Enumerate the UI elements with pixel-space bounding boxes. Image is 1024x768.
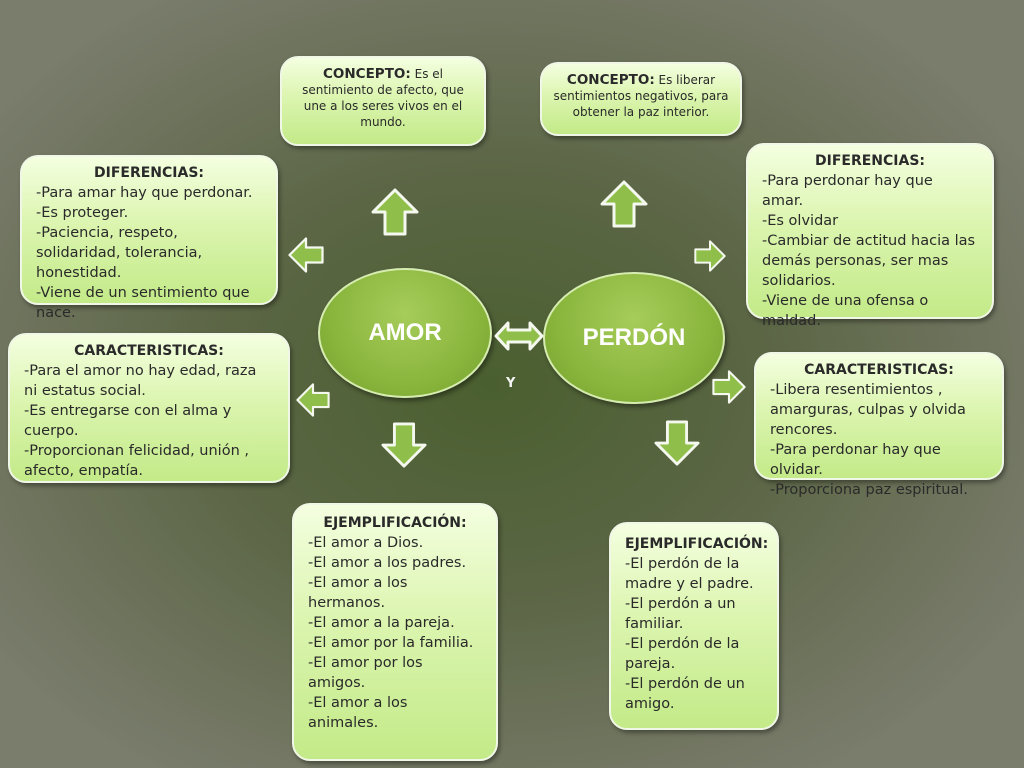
list-item: Para perdonar hay que olvidar. xyxy=(770,440,988,480)
amor-differences-title: DIFERENCIAS: xyxy=(93,165,205,181)
amor-characteristics-list: Para el amor no hay edad, raza ni estatu… xyxy=(24,361,274,481)
amor-concept-title: CONCEPTO: xyxy=(323,66,411,82)
list-item: Viene de un sentimiento que nace. xyxy=(36,283,262,323)
amor-examples-list: El amor a Dios. El amor a los padres. El… xyxy=(308,533,482,733)
arrow-down-perdon-icon xyxy=(654,420,700,466)
amor-concept-box: CONCEPTO: Es el sentimiento de afecto, q… xyxy=(280,56,486,146)
perdon-differences-list: Para perdonar hay que amar. Es olvidar C… xyxy=(762,171,978,331)
list-item: Paciencia, respeto, solidaridad, toleran… xyxy=(36,223,262,283)
list-item: Es olvidar xyxy=(762,211,978,231)
amor-differences-list: Para amar hay que perdonar. Es proteger.… xyxy=(36,183,262,323)
list-item: Para el amor no hay edad, raza ni estatu… xyxy=(24,361,274,401)
amor-examples-box: EJEMPLIFICACIÓN: El amor a Dios. El amor… xyxy=(292,503,498,761)
perdon-examples-list: El perdón de la madre y el padre. El per… xyxy=(625,554,763,714)
list-item: El amor a Dios. xyxy=(308,533,482,553)
list-item: Libera resentimientos , amarguras, culpa… xyxy=(770,380,988,440)
perdon-concept-box: CONCEPTO: Es liberar sentimientos negati… xyxy=(540,62,742,136)
amor-characteristics-box: CARACTERISTICAS: Para el amor no hay eda… xyxy=(8,333,290,483)
list-item: Es entregarse con el alma y cuerpo. xyxy=(24,401,274,441)
list-item: Viene de una ofensa o maldad. xyxy=(762,291,978,331)
amor-characteristics-title: CARACTERISTICAS: xyxy=(74,343,224,359)
arrow-down-amor-icon xyxy=(381,422,427,468)
amor-examples-title: EJEMPLIFICACIÓN: xyxy=(323,515,467,531)
list-item: El amor a los hermanos. xyxy=(308,573,482,613)
perdon-differences-box: DIFERENCIAS: Para perdonar hay que amar.… xyxy=(746,143,994,329)
amor-differences-box: DIFERENCIAS: Para amar hay que perdonar.… xyxy=(20,155,278,321)
list-item: Proporciona paz espiritual. xyxy=(770,480,988,500)
list-item: Es proteger. xyxy=(36,203,262,223)
arrow-up-perdon-icon xyxy=(600,180,648,228)
perdon-characteristics-list: Libera resentimientos , amarguras, culpa… xyxy=(770,380,988,500)
list-item: El perdón a un familiar. xyxy=(625,594,763,634)
arrow-right-differences-icon xyxy=(694,240,726,272)
list-item: El amor a la pareja. xyxy=(308,613,482,633)
amor-node-label: AMOR xyxy=(368,319,442,346)
arrow-right-characteristics-icon xyxy=(712,370,746,404)
list-item: El amor por la familia. xyxy=(308,633,482,653)
arrow-left-characteristics-icon xyxy=(296,383,330,417)
perdon-examples-box: EJEMPLIFICACIÓN: El perdón de la madre y… xyxy=(609,522,779,730)
list-item: Proporcionan felicidad, unión , afecto, … xyxy=(24,441,274,481)
list-item: El amor a los padres. xyxy=(308,553,482,573)
amor-node: AMOR xyxy=(318,268,492,398)
list-item: El amor por los amigos. xyxy=(308,653,482,693)
arrow-left-differences-icon xyxy=(288,237,324,273)
list-item: El amor a los animales. xyxy=(308,693,482,733)
perdon-node: PERDÓN xyxy=(543,272,725,404)
list-item: Para perdonar hay que amar. xyxy=(762,171,978,211)
list-item: El perdón de un amigo. xyxy=(625,674,763,714)
perdon-differences-title: DIFERENCIAS: xyxy=(814,153,926,169)
perdon-concept-title: CONCEPTO: xyxy=(566,72,655,88)
double-arrow-icon xyxy=(494,321,544,351)
arrow-up-amor-icon xyxy=(371,188,419,236)
list-item: El perdón de la pareja. xyxy=(625,634,763,674)
perdon-concept-text: Es liberar sentimientos negativos, para … xyxy=(553,73,729,119)
perdon-characteristics-title: CARACTERISTICAS: xyxy=(804,362,954,378)
perdon-characteristics-box: CARACTERISTICAS: Libera resentimientos ,… xyxy=(754,352,1004,498)
conjunction-label: Y xyxy=(506,376,516,391)
list-item: Cambiar de actitud hacia las demás perso… xyxy=(762,231,978,291)
perdon-examples-title: EJEMPLIFICACIÓN: xyxy=(625,536,769,552)
perdon-node-label: PERDÓN xyxy=(582,324,686,351)
list-item: Para amar hay que perdonar. xyxy=(36,183,262,203)
amor-concept-text: Es el sentimiento de afecto, que une a l… xyxy=(302,67,464,129)
list-item: El perdón de la madre y el padre. xyxy=(625,554,763,594)
